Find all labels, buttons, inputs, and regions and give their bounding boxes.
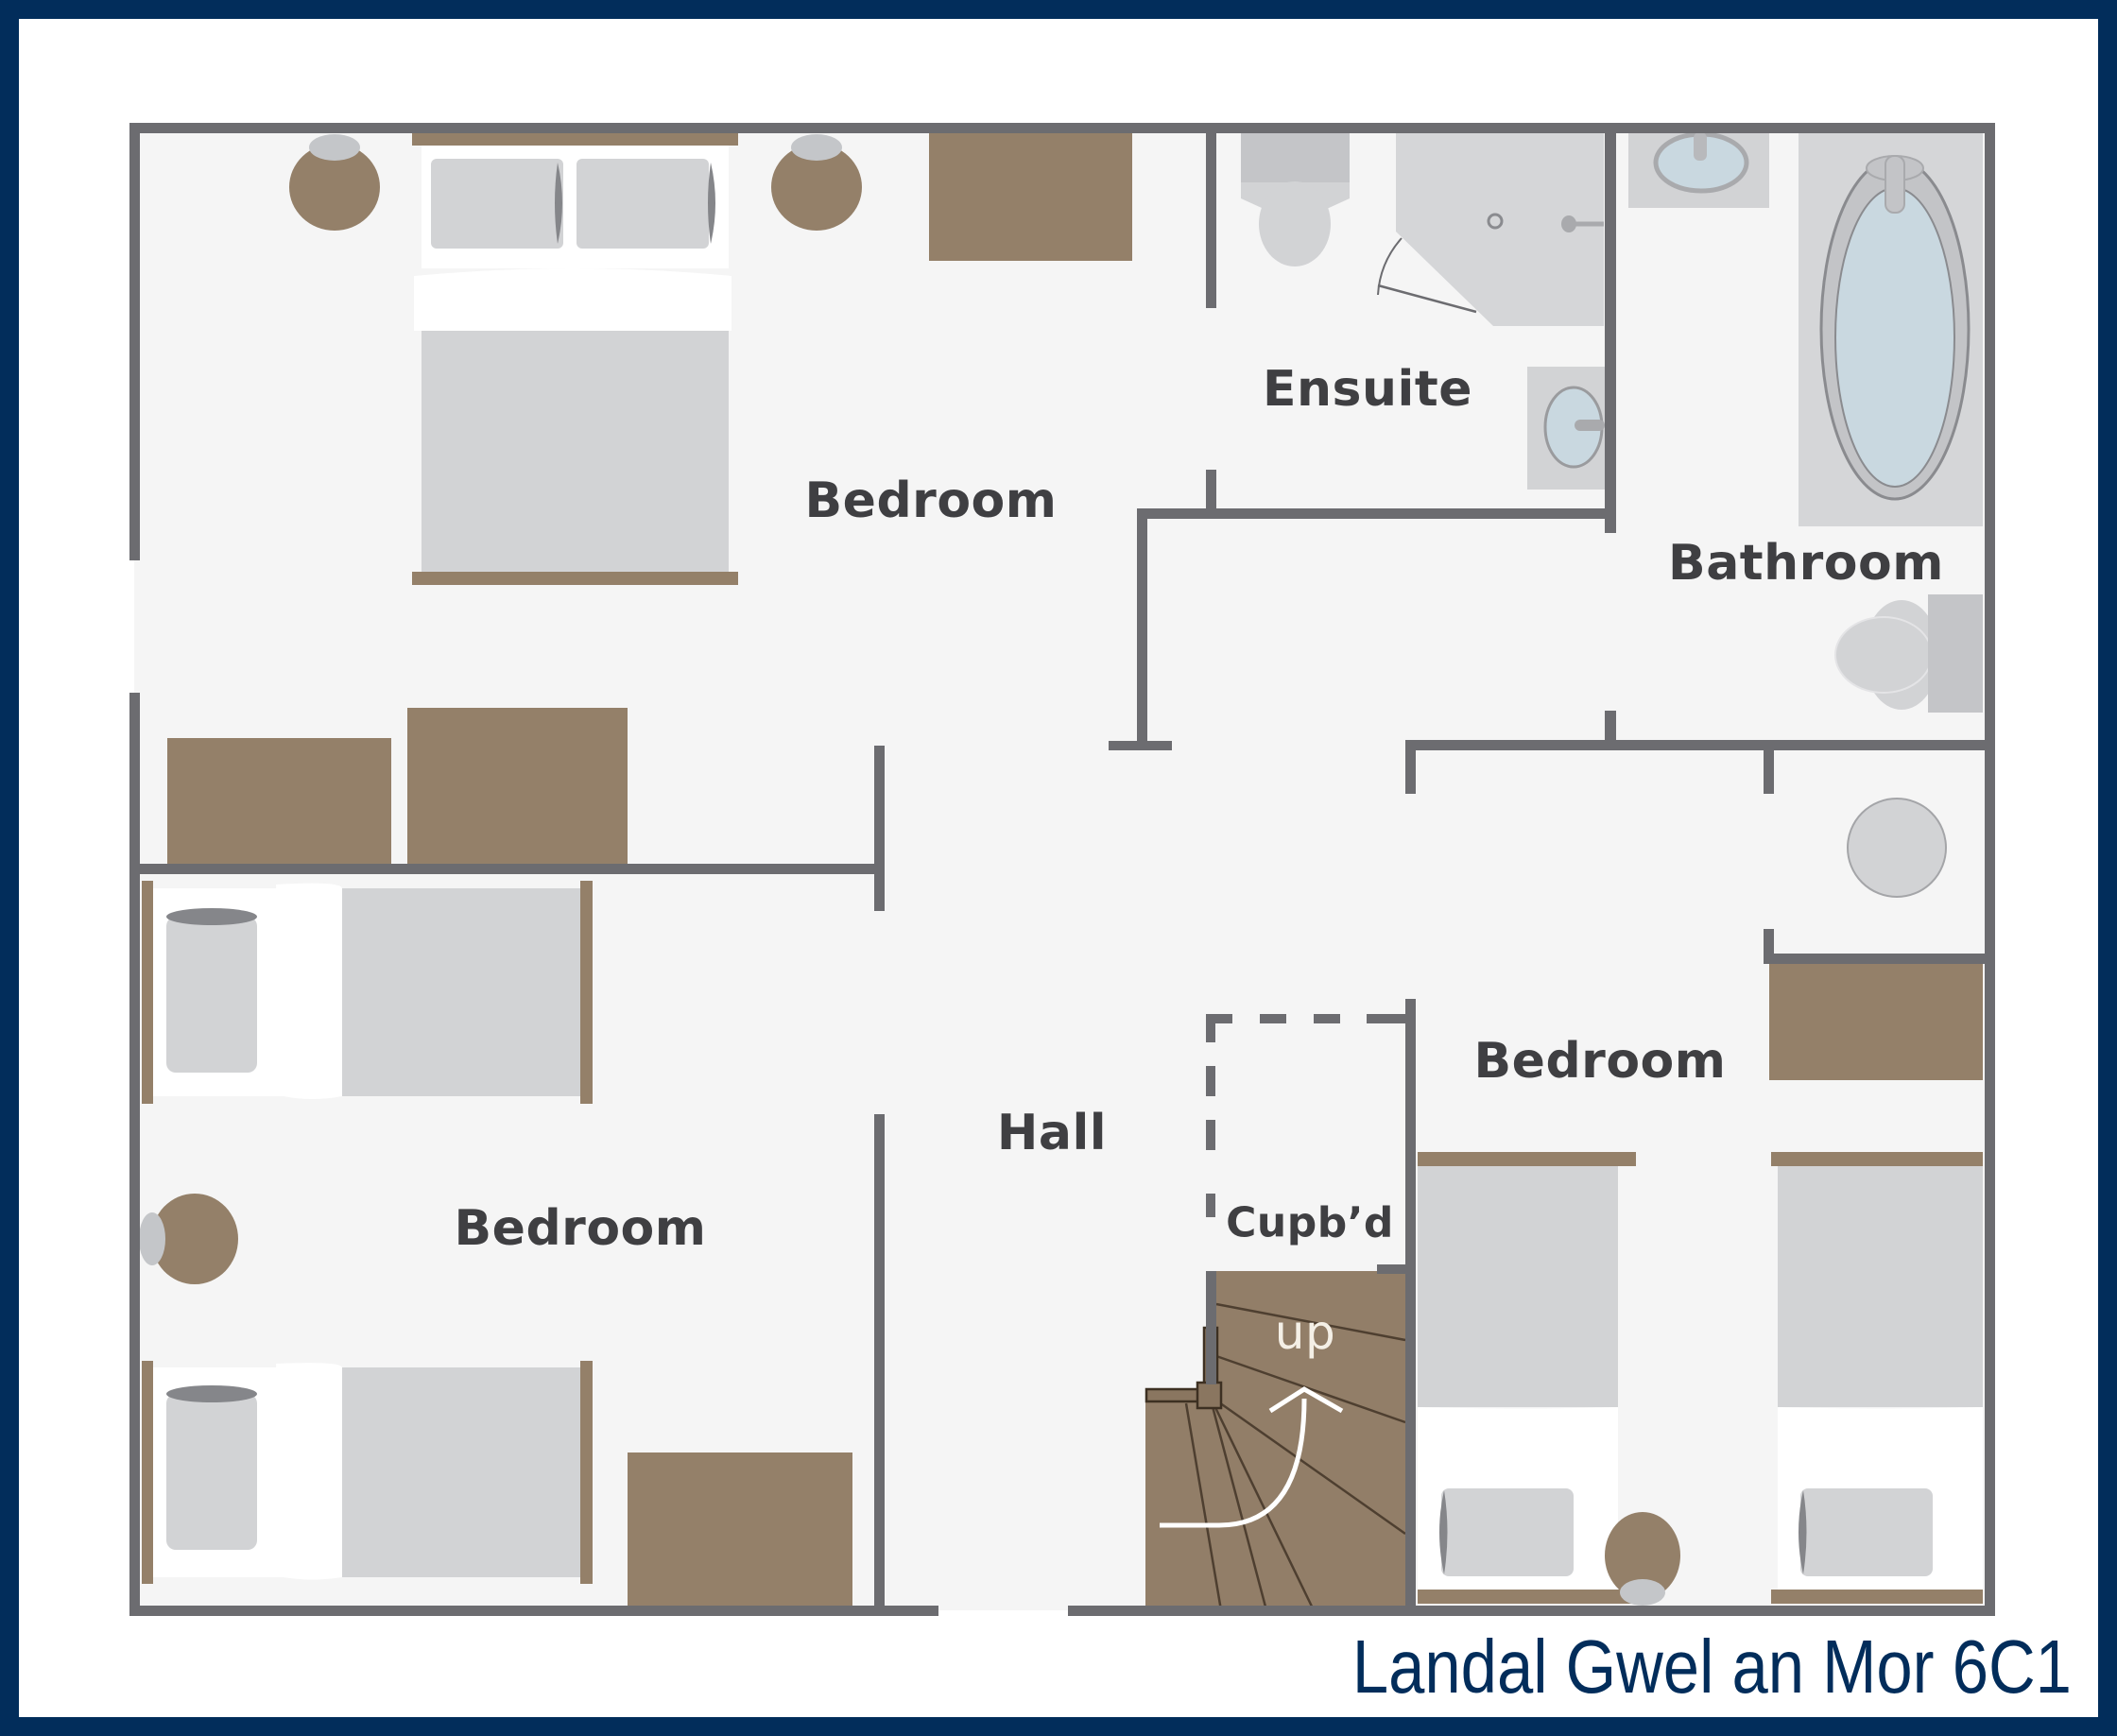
wardrobe-3 [1769, 964, 1983, 1080]
label-bedroom-bottom-left: Bedroom [454, 1200, 707, 1257]
cupboard-outline [1206, 1014, 1410, 1217]
nightstand-right [771, 134, 862, 231]
label-hall: Hall [996, 1105, 1108, 1161]
chest-of-drawers [628, 1452, 852, 1610]
bathtub [1799, 132, 1983, 526]
label-cupboard: Cupb’d [1226, 1198, 1394, 1247]
staircase [1145, 1271, 1406, 1611]
label-bathroom: Bathroom [1668, 535, 1944, 592]
label-stairs-up: up [1274, 1305, 1336, 1360]
label-bedroom-top-left: Bedroom [804, 473, 1058, 529]
wardrobe-1 [167, 738, 391, 864]
single-bed-upper [142, 881, 593, 1104]
dresser [929, 132, 1132, 261]
single-bed-right-a [1418, 1152, 1636, 1604]
double-bed [412, 132, 738, 585]
bathroom-sink [1628, 131, 1769, 208]
single-bed-right-b [1771, 1152, 1983, 1604]
up-arrow-icon [1160, 1398, 1307, 1528]
bedside-table-right [1605, 1512, 1680, 1606]
shower-enclosure [1377, 132, 1604, 326]
bedside-table-left [139, 1194, 238, 1284]
ensuite-toilet [1241, 132, 1350, 266]
single-bed-lower [142, 1361, 593, 1584]
round-table [1847, 798, 1947, 898]
nightstand-left [289, 134, 380, 231]
bathroom-toilet [1834, 594, 1983, 713]
label-bedroom-bottom-right: Bedroom [1473, 1033, 1727, 1090]
walls [129, 123, 1995, 1616]
wardrobe-2 [407, 708, 628, 864]
ensuite-sink [1527, 367, 1605, 490]
label-ensuite: Ensuite [1263, 361, 1472, 418]
property-title: Landal Gwel an Mor 6C1 [1351, 1624, 2072, 1709]
